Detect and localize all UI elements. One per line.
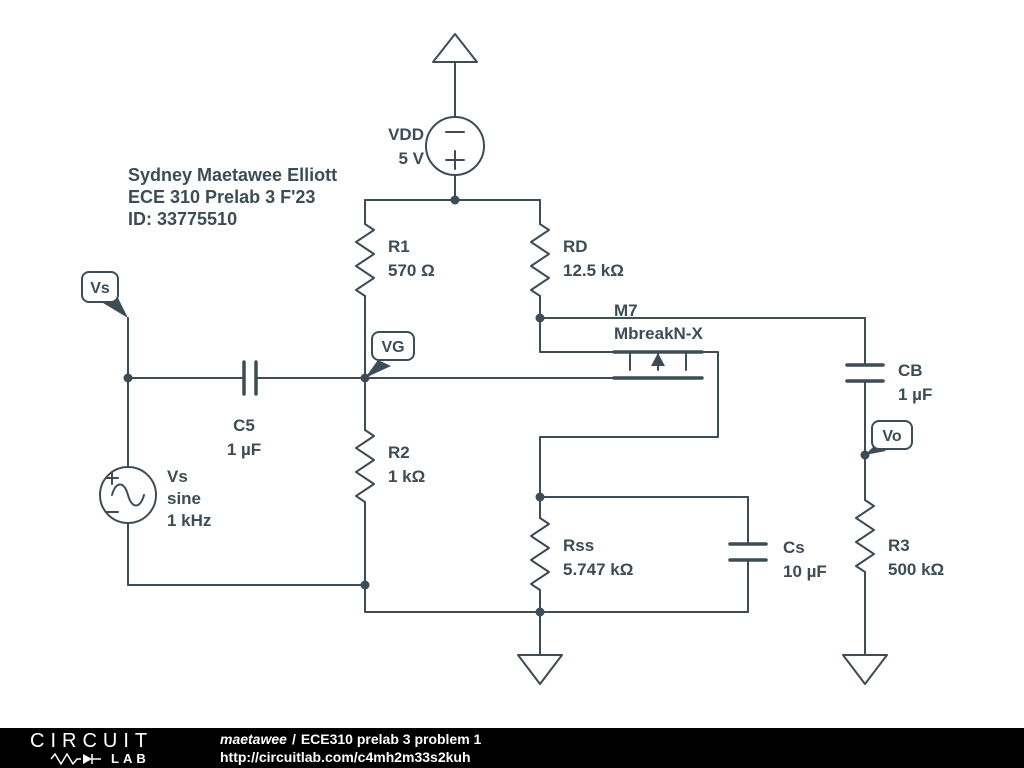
- resistor-r2[interactable]: R2 1 kΩ: [355, 377, 425, 586]
- flag-vg[interactable]: VG: [365, 331, 415, 378]
- rd-zigzag: [530, 223, 550, 297]
- capacitor-cs[interactable]: Cs 10 µF: [728, 496, 827, 613]
- vdd-power-symbol: [432, 33, 478, 63]
- footer-bar: CIRCUIT LAB maetawee/ECE310 prelab 3 pro…: [0, 728, 1024, 768]
- rss-zigzag: [530, 517, 550, 591]
- flag-pointer: [365, 360, 391, 378]
- r2-value-label: 1 kΩ: [388, 467, 425, 486]
- m7-model-label: MbreakN-X: [614, 324, 703, 343]
- schematic-title-line: maetawee/ECE310 prelab 3 problem 1: [220, 730, 481, 748]
- annotation-line-1: Sydney Maetawee Elliott: [128, 165, 337, 185]
- r1-value-label: 570 Ω: [388, 261, 435, 280]
- flag-vs-box: [81, 271, 119, 303]
- r3-name-label: R3: [888, 536, 910, 555]
- mosfet-m7[interactable]: M7 MbreakN-X: [364, 301, 719, 498]
- ground-symbol-right[interactable]: [842, 654, 888, 685]
- resistor-r3[interactable]: R3 500 kΩ: [855, 454, 944, 656]
- r2-name-label: R2: [388, 443, 410, 462]
- cs-value-label: 10 µF: [783, 562, 827, 581]
- ground-icon: [842, 654, 888, 685]
- logo-lab-text: LAB: [111, 751, 150, 766]
- separator: /: [291, 731, 296, 747]
- flag-vs[interactable]: Vs: [81, 271, 128, 318]
- capacitor-cb[interactable]: CB 1 µF: [845, 317, 932, 456]
- annotation-text: Sydney Maetawee Elliott ECE 310 Prelab 3…: [128, 165, 337, 229]
- flag-vo-box: [871, 420, 913, 450]
- wires: [123, 174, 870, 656]
- c5-name-label: C5: [233, 416, 255, 435]
- m7-body-arrow-icon: [651, 353, 665, 366]
- rss-value-label: 5.747 kΩ: [563, 560, 633, 579]
- author-name: maetawee: [220, 731, 287, 747]
- r2-zigzag: [355, 429, 375, 503]
- flag-vo-label: Vo: [882, 428, 901, 445]
- r1-name-label: R1: [388, 237, 410, 256]
- schematic-title: ECE310 prelab 3 problem 1: [300, 731, 482, 747]
- footer-meta: maetawee/ECE310 prelab 3 problem 1 http:…: [220, 730, 481, 766]
- schematic-url[interactable]: http://circuitlab.com/c4mh2m33s2kuh: [220, 749, 471, 765]
- junction-dot: [450, 195, 460, 205]
- resistor-r1[interactable]: R1 570 Ω: [355, 199, 435, 379]
- wire-bottom-rail: [127, 584, 749, 613]
- vs-value-label: 1 kHz: [167, 511, 211, 530]
- rd-value-label: 12.5 kΩ: [563, 261, 624, 280]
- m7-drain-wire: [539, 317, 615, 353]
- vdd-source[interactable]: VDD 5 V: [388, 33, 485, 176]
- m7-name-label: M7: [614, 301, 638, 320]
- cb-value-label: 1 µF: [898, 385, 932, 404]
- schematic-canvas: Sydney Maetawee Elliott ECE 310 Prelab 3…: [81, 33, 945, 685]
- flag-vg-box: [371, 331, 415, 361]
- annotation-line-3: ID: 33775510: [128, 209, 237, 229]
- logo-circuit-glyph-icon: [50, 752, 101, 765]
- flag-vg-label: VG: [381, 339, 404, 356]
- vdd-name-label: VDD: [388, 125, 424, 144]
- logo-circuit-text: CIRCUIT: [30, 730, 154, 752]
- schematic-url-line: http://circuitlab.com/c4mh2m33s2kuh: [220, 748, 481, 766]
- r1-zigzag: [355, 223, 375, 297]
- flag-vs-label: Vs: [90, 280, 110, 297]
- ground-symbol-left[interactable]: [517, 654, 563, 685]
- r3-zigzag: [855, 499, 875, 573]
- annotation-line-2: ECE 310 Prelab 3 F'23: [128, 187, 315, 207]
- m7-source-wire: [539, 351, 719, 498]
- vdd-circle: [425, 116, 485, 176]
- cs-name-label: Cs: [783, 538, 805, 557]
- ground-icon: [517, 654, 563, 685]
- source-vs[interactable]: Vs sine 1 kHz: [99, 466, 211, 586]
- resistor-rss[interactable]: Rss 5.747 kΩ: [530, 496, 633, 613]
- rss-name-label: Rss: [563, 536, 594, 555]
- c5-value-label: 1 µF: [227, 440, 261, 459]
- sine-wave-icon: [111, 483, 145, 507]
- vs-type-label: sine: [167, 489, 201, 508]
- flag-vo[interactable]: Vo: [865, 420, 913, 455]
- vs-name-label: Vs: [167, 467, 188, 486]
- capacitor-c5[interactable]: C5 1 µF: [127, 360, 366, 459]
- rd-name-label: RD: [563, 237, 588, 256]
- vdd-value-label: 5 V: [398, 149, 424, 168]
- circuitlab-logo[interactable]: CIRCUIT LAB: [30, 730, 192, 766]
- r3-value-label: 500 kΩ: [888, 560, 944, 579]
- resistor-rd[interactable]: RD 12.5 kΩ: [530, 199, 624, 319]
- cb-name-label: CB: [898, 361, 923, 380]
